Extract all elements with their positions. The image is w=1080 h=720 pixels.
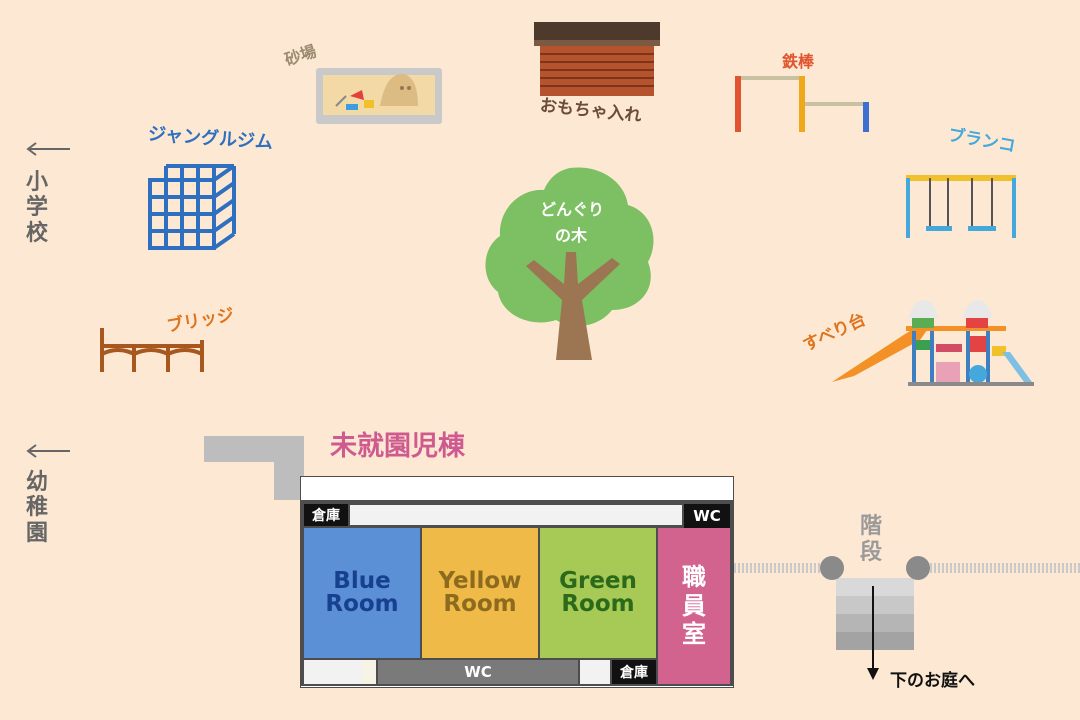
elementary-school-char-2: 学 (26, 195, 49, 221)
green-room-line1: Green (559, 568, 637, 594)
sandbox-icon (316, 68, 442, 124)
corridor-top (350, 505, 682, 525)
elementary-school-char-3: 校 (26, 220, 49, 246)
iron-bar-icon (735, 76, 869, 132)
green-room-line2: Room (561, 591, 635, 617)
elementary-school-char-1: 小 (26, 170, 49, 195)
down-arrow-icon (867, 586, 879, 680)
kindergarten-char-3: 園 (26, 520, 49, 546)
kindergarten-char-2: 稚 (26, 495, 49, 521)
staff-room-char-1: 職 (682, 562, 706, 591)
toy-storage-icon (534, 22, 660, 96)
staff-room-char-2: 員 (682, 591, 706, 620)
stairs-char-1: 階 (860, 514, 883, 539)
stairs-label: 階 段 (860, 514, 882, 567)
to-lower-garden-label[interactable]: 下のお庭へ (890, 671, 975, 691)
bottom-small-room-left (304, 660, 362, 684)
bottom-small-room-left-2 (362, 660, 376, 684)
iron-bar-label: 鉄棒 (782, 52, 815, 71)
building-title: 未就園児棟 (330, 431, 465, 462)
slide-icon (832, 300, 1034, 386)
acorn-tree-icon (485, 167, 654, 360)
left-arrow-icon (26, 444, 70, 458)
stairs-char-2: 段 (860, 540, 883, 566)
wc-top: WC (684, 504, 730, 528)
staff-room-char-3: 室 (682, 620, 706, 649)
jungle-gym-icon (148, 164, 236, 250)
acorn-tree-label-line1: どんぐり (540, 200, 605, 219)
stairs-icon (820, 556, 930, 650)
storage-top: 倉庫 (304, 504, 348, 526)
bottom-small-room-right (580, 660, 610, 684)
acorn-tree-label-line2: の木 (554, 226, 587, 245)
swing-icon (906, 175, 1016, 238)
elementary-school-label: 小 学 校 (26, 170, 48, 246)
kindergarten-label: 幼 稚 園 (26, 470, 48, 546)
staff-room[interactable]: 職員室 (658, 528, 730, 684)
blue-room-line2: Room (325, 591, 399, 617)
yellow-room-line2: Room (443, 591, 517, 617)
kindergarten-char-1: 幼 (26, 470, 49, 495)
wc-bottom: WC (378, 660, 578, 684)
yellow-room-line1: Yellow (438, 568, 522, 594)
bridge-icon (100, 328, 204, 372)
storage-bottom: 倉庫 (612, 660, 656, 684)
left-arrow-icon (26, 142, 70, 156)
blue-room-line1: Blue (333, 568, 391, 594)
